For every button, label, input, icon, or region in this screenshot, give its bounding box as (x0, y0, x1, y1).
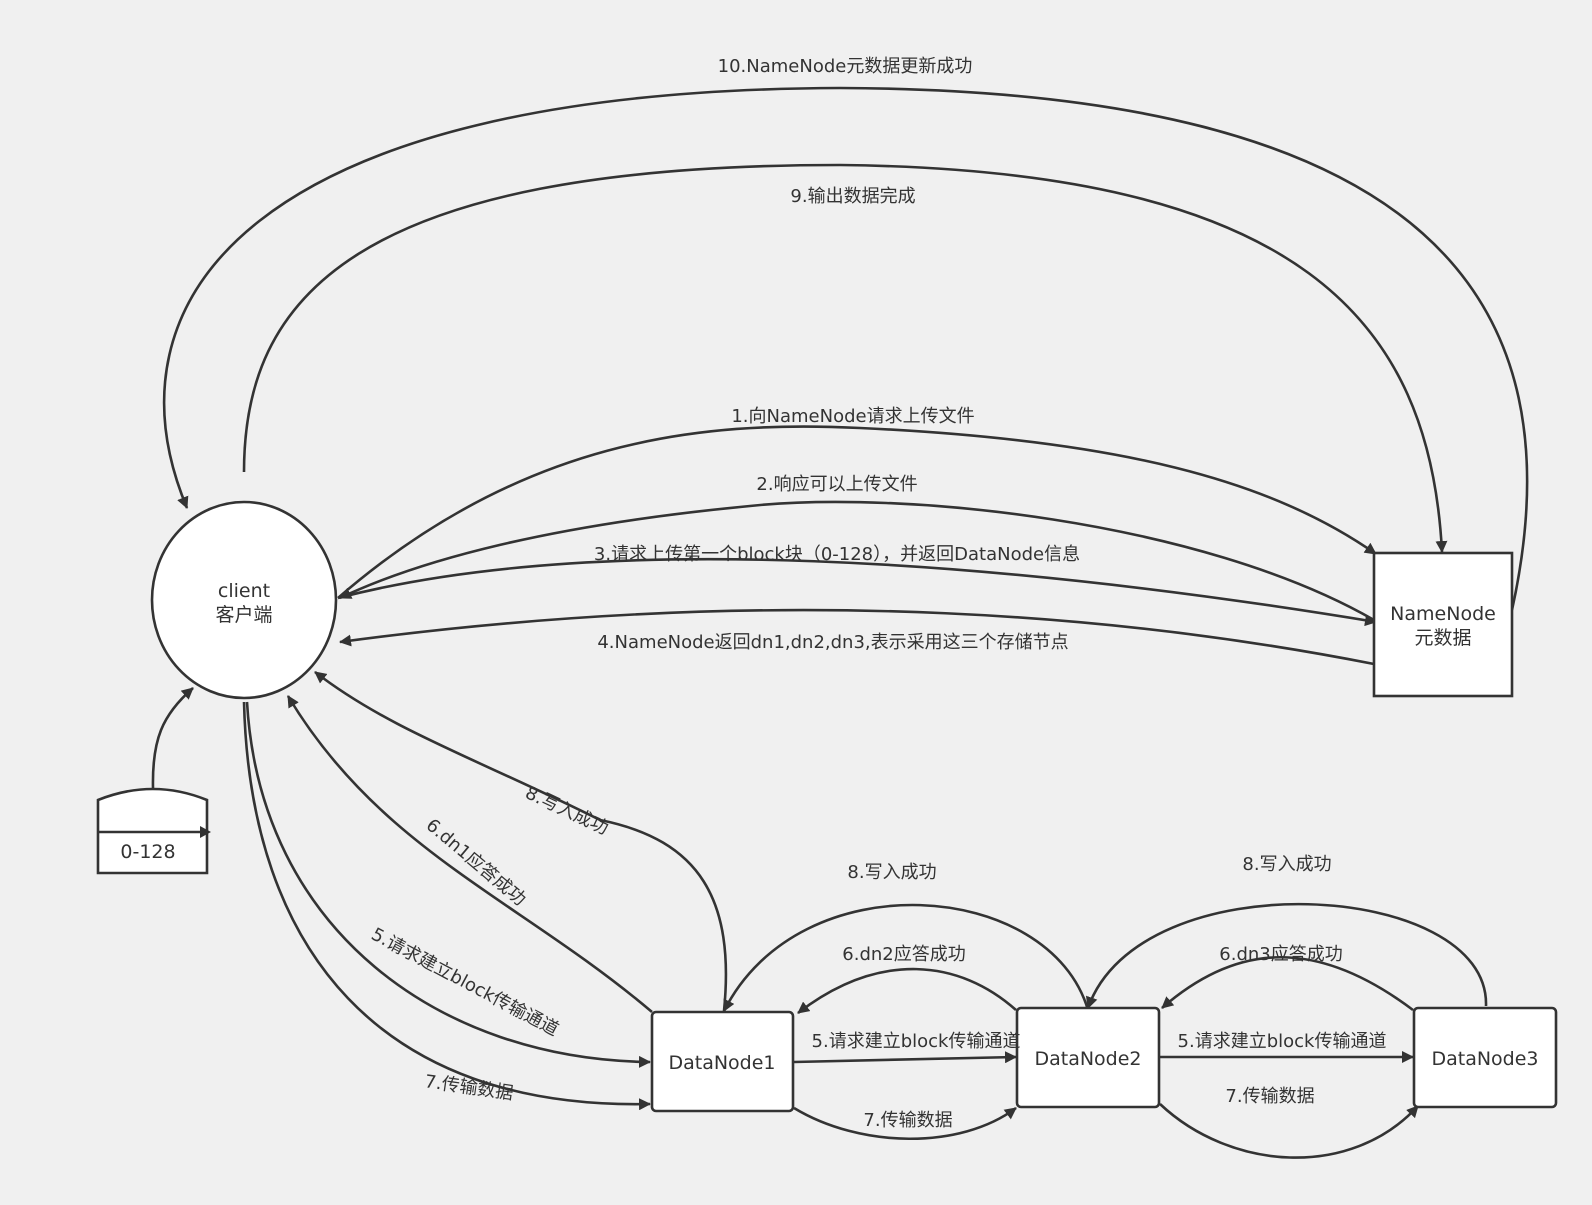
datanode2-box (1015, 1006, 1161, 1109)
edge-6-dn1-label: 6.dn1应答成功 (422, 815, 530, 910)
client-label: client (218, 580, 270, 602)
edge-8-dn3-dn2-label: 8.写入成功 (1242, 854, 1331, 875)
datanode3-label: DataNode3 (1431, 1048, 1538, 1070)
edge-8-dn2-dn1-label: 8.写入成功 (847, 862, 936, 883)
edge-10-namenode-metadata-updated (162, 86, 1529, 611)
edge-2-response-can-upload (339, 500, 1375, 622)
edge-5-dn2-dn3-label: 5.请求建立block传输通道 (1178, 1031, 1387, 1052)
edge-5-dn1-to-dn2 (793, 1051, 1017, 1064)
edge-4-return-datanodes (339, 608, 1375, 666)
edge-8-dn3-to-dn2 (1086, 902, 1488, 1009)
edge-1-request-upload (337, 425, 1377, 599)
edge-8-dn1-client-label: 8.写入成功 (522, 782, 612, 839)
edge-9-output-data-complete (242, 163, 1448, 553)
edge-6-dn3-to-dn2 (1161, 955, 1414, 1012)
client-sublabel: 客户端 (215, 604, 272, 626)
edge-7-client-to-dn1 (242, 701, 651, 1111)
namenode-sublabel: 元数据 (1414, 627, 1471, 649)
edge-2-label: 2.响应可以上传文件 (756, 474, 917, 495)
namenode-node[interactable]: NameNode 元数据 (1372, 551, 1514, 698)
namenode-label: NameNode (1390, 603, 1496, 625)
edge-1-label: 1.向NameNode请求上传文件 (731, 406, 974, 427)
block-file-label: 0-128 (120, 841, 175, 863)
nodes: client 客户端 NameNode 元数据 DataNode1 DataNo… (96, 500, 1558, 1113)
edge-8-dn1-write-success (314, 670, 728, 1012)
namenode-box (1372, 551, 1514, 698)
datanode2-label: DataNode2 (1034, 1048, 1141, 1070)
datanode1-node[interactable]: DataNode1 (650, 1010, 795, 1113)
edge-9-label: 9.输出数据完成 (790, 186, 915, 207)
edge-5-client-to-dn1 (245, 701, 651, 1068)
edge-6-dn3-label: 6.dn3应答成功 (1219, 944, 1342, 965)
edge-3-request-first-block (337, 557, 1377, 627)
edges (151, 86, 1529, 1159)
edge-8-dn2-to-dn1 (722, 903, 1090, 1012)
block-file-arrow-icon (200, 826, 211, 838)
edge-7-dn2-to-dn3 (1159, 1103, 1419, 1159)
edge-6-dn1-ack (286, 695, 653, 1013)
datanode3-box (1412, 1006, 1558, 1109)
edge-file-to-client (151, 687, 194, 789)
edge-6-dn2-to-dn1 (797, 967, 1017, 1015)
client-circle (150, 500, 338, 700)
edge-10-label: 10.NameNode元数据更新成功 (718, 56, 973, 77)
edge-4-label: 4.NameNode返回dn1,dn2,dn3,表示采用这三个存储节点 (597, 632, 1068, 653)
edge-3-label: 3.请求上传第一个block块（0-128），并返回DataNode信息 (594, 544, 1080, 565)
datanode2-node[interactable]: DataNode2 (1015, 1006, 1161, 1109)
block-file-node[interactable]: 0-128 (96, 787, 211, 875)
datanode1-box (650, 1010, 795, 1113)
edge-7-dn1-to-dn2 (793, 1106, 1017, 1141)
edge-labels: 10.NameNode元数据更新成功 9.输出数据完成 1.向NameNode请… (368, 56, 1387, 1131)
datanode1-label: DataNode1 (668, 1052, 775, 1074)
edge-5-dn1-dn2-label: 5.请求建立block传输通道 (812, 1031, 1021, 1052)
edge-6-dn2-label: 6.dn2应答成功 (842, 944, 965, 965)
datanode3-node[interactable]: DataNode3 (1412, 1006, 1558, 1109)
edge-7-dn2-dn3-label: 7.传输数据 (1225, 1086, 1314, 1107)
client-node[interactable]: client 客户端 (150, 500, 338, 700)
edge-7-dn1-dn2-label: 7.传输数据 (863, 1110, 952, 1131)
